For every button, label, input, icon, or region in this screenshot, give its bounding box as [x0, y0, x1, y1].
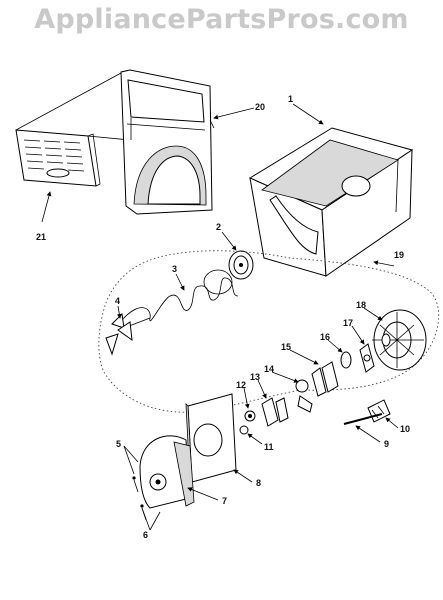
- callout-3: 3: [172, 264, 177, 274]
- callout-15: 15: [281, 342, 291, 352]
- part-5-screw[interactable]: [132, 476, 139, 493]
- part-12-washer[interactable]: [244, 410, 256, 422]
- callout-20: 20: [255, 102, 265, 112]
- callout-14: 14: [264, 364, 274, 374]
- part-4-propeller[interactable]: [105, 312, 133, 356]
- callout-17: 17: [343, 318, 353, 328]
- part-8-back-plate[interactable]: [185, 393, 237, 485]
- leader-lines: [41, 103, 399, 531]
- callout-4: 4: [115, 296, 120, 306]
- part-14-gear[interactable]: [295, 379, 313, 413]
- callout-labels: 1 2 3 4 5 6 7 8 9 10 11 12 13 14 15 16 1…: [36, 94, 410, 540]
- watermark-text: AppliancePartsPros.com: [34, 4, 409, 35]
- callout-19: 19: [394, 250, 404, 260]
- part-16-spacer[interactable]: [340, 351, 352, 369]
- callout-8: 8: [256, 478, 261, 488]
- part-18-impeller[interactable]: [372, 309, 427, 371]
- callout-2: 2: [216, 222, 221, 232]
- part-9-shaft[interactable]: [343, 413, 383, 425]
- callout-1: 1: [288, 94, 293, 104]
- part-20-front-frame[interactable]: [120, 69, 215, 215]
- part-15-blade[interactable]: [311, 361, 339, 397]
- part-2-plate[interactable]: [228, 250, 254, 280]
- part-11-nut[interactable]: [239, 425, 249, 435]
- callout-16: 16: [320, 332, 330, 342]
- callout-12: 12: [236, 380, 246, 390]
- part-13-blade[interactable]: [261, 397, 289, 427]
- part-17-blade[interactable]: [359, 343, 375, 373]
- part-21-cover[interactable]: [15, 129, 101, 187]
- part-3-auger[interactable]: [121, 269, 239, 329]
- callout-18: 18: [356, 300, 366, 310]
- callout-21: 21: [36, 232, 46, 242]
- callout-10: 10: [400, 424, 410, 434]
- callout-6: 6: [143, 530, 148, 540]
- callout-13: 13: [250, 372, 260, 382]
- callout-11: 11: [264, 442, 274, 452]
- part-1-bin[interactable]: [248, 127, 414, 277]
- callout-5: 5: [116, 439, 121, 449]
- callout-9: 9: [384, 439, 389, 449]
- part-7-housing[interactable]: [139, 435, 195, 509]
- callout-7: 7: [222, 496, 227, 506]
